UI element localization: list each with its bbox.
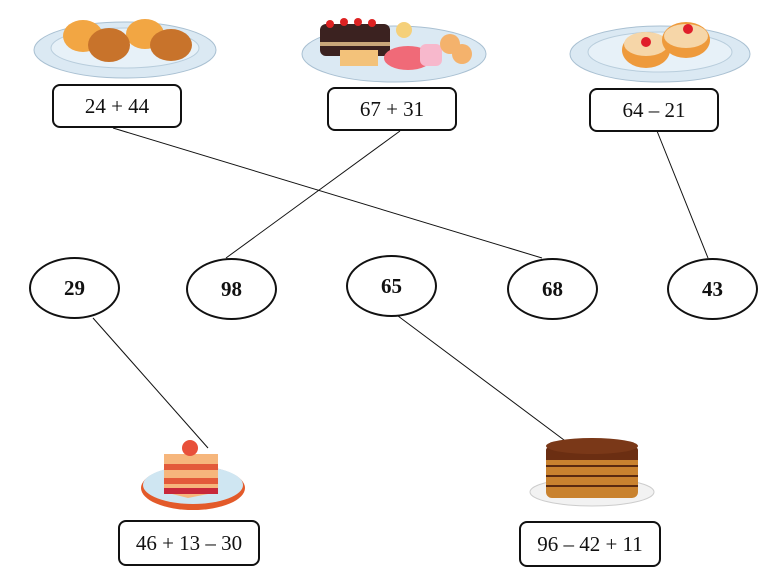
expression-text: 67 + 31 [359, 96, 425, 121]
expression-box-top-1[interactable]: 24 + 44 [52, 84, 182, 128]
answer-text: 43 [702, 276, 723, 301]
expression-box-bottom-2[interactable]: 96 – 42 + 11 [519, 521, 661, 567]
chocolate-layer-cake-image [529, 438, 655, 507]
layer-cake-slice-image [141, 440, 245, 510]
answer-oval-3[interactable]: 65 [346, 255, 437, 317]
answer-text: 98 [221, 276, 242, 301]
expression-box-top-3[interactable]: 64 – 21 [589, 88, 719, 132]
answer-oval-4[interactable]: 68 [507, 258, 598, 320]
line-24plus44-to-68 [112, 127, 543, 259]
bread-buns-plate-image [33, 19, 217, 79]
line-65-to-chocolate-cake [393, 312, 569, 444]
line-29-to-slice-cake [92, 317, 209, 449]
answer-oval-5[interactable]: 43 [667, 258, 758, 320]
answer-text: 29 [64, 275, 85, 300]
expression-text: 96 – 42 + 11 [537, 531, 643, 556]
answer-oval-1[interactable]: 29 [29, 257, 120, 319]
assorted-cakes-plate-image [301, 18, 487, 83]
expression-box-bottom-1[interactable]: 46 + 13 – 30 [118, 520, 260, 566]
answer-text: 68 [542, 276, 563, 301]
expression-text: 46 + 13 – 30 [135, 530, 243, 555]
line-64minus21-to-43 [656, 130, 709, 259]
line-67plus31-to-98 [225, 130, 401, 259]
expression-text: 24 + 44 [84, 93, 150, 118]
jam-donuts-plate-image [569, 22, 751, 83]
answer-oval-2[interactable]: 98 [186, 258, 277, 320]
answer-text: 65 [381, 273, 402, 298]
expression-text: 64 – 21 [622, 97, 686, 122]
expression-box-top-2[interactable]: 67 + 31 [327, 87, 457, 131]
